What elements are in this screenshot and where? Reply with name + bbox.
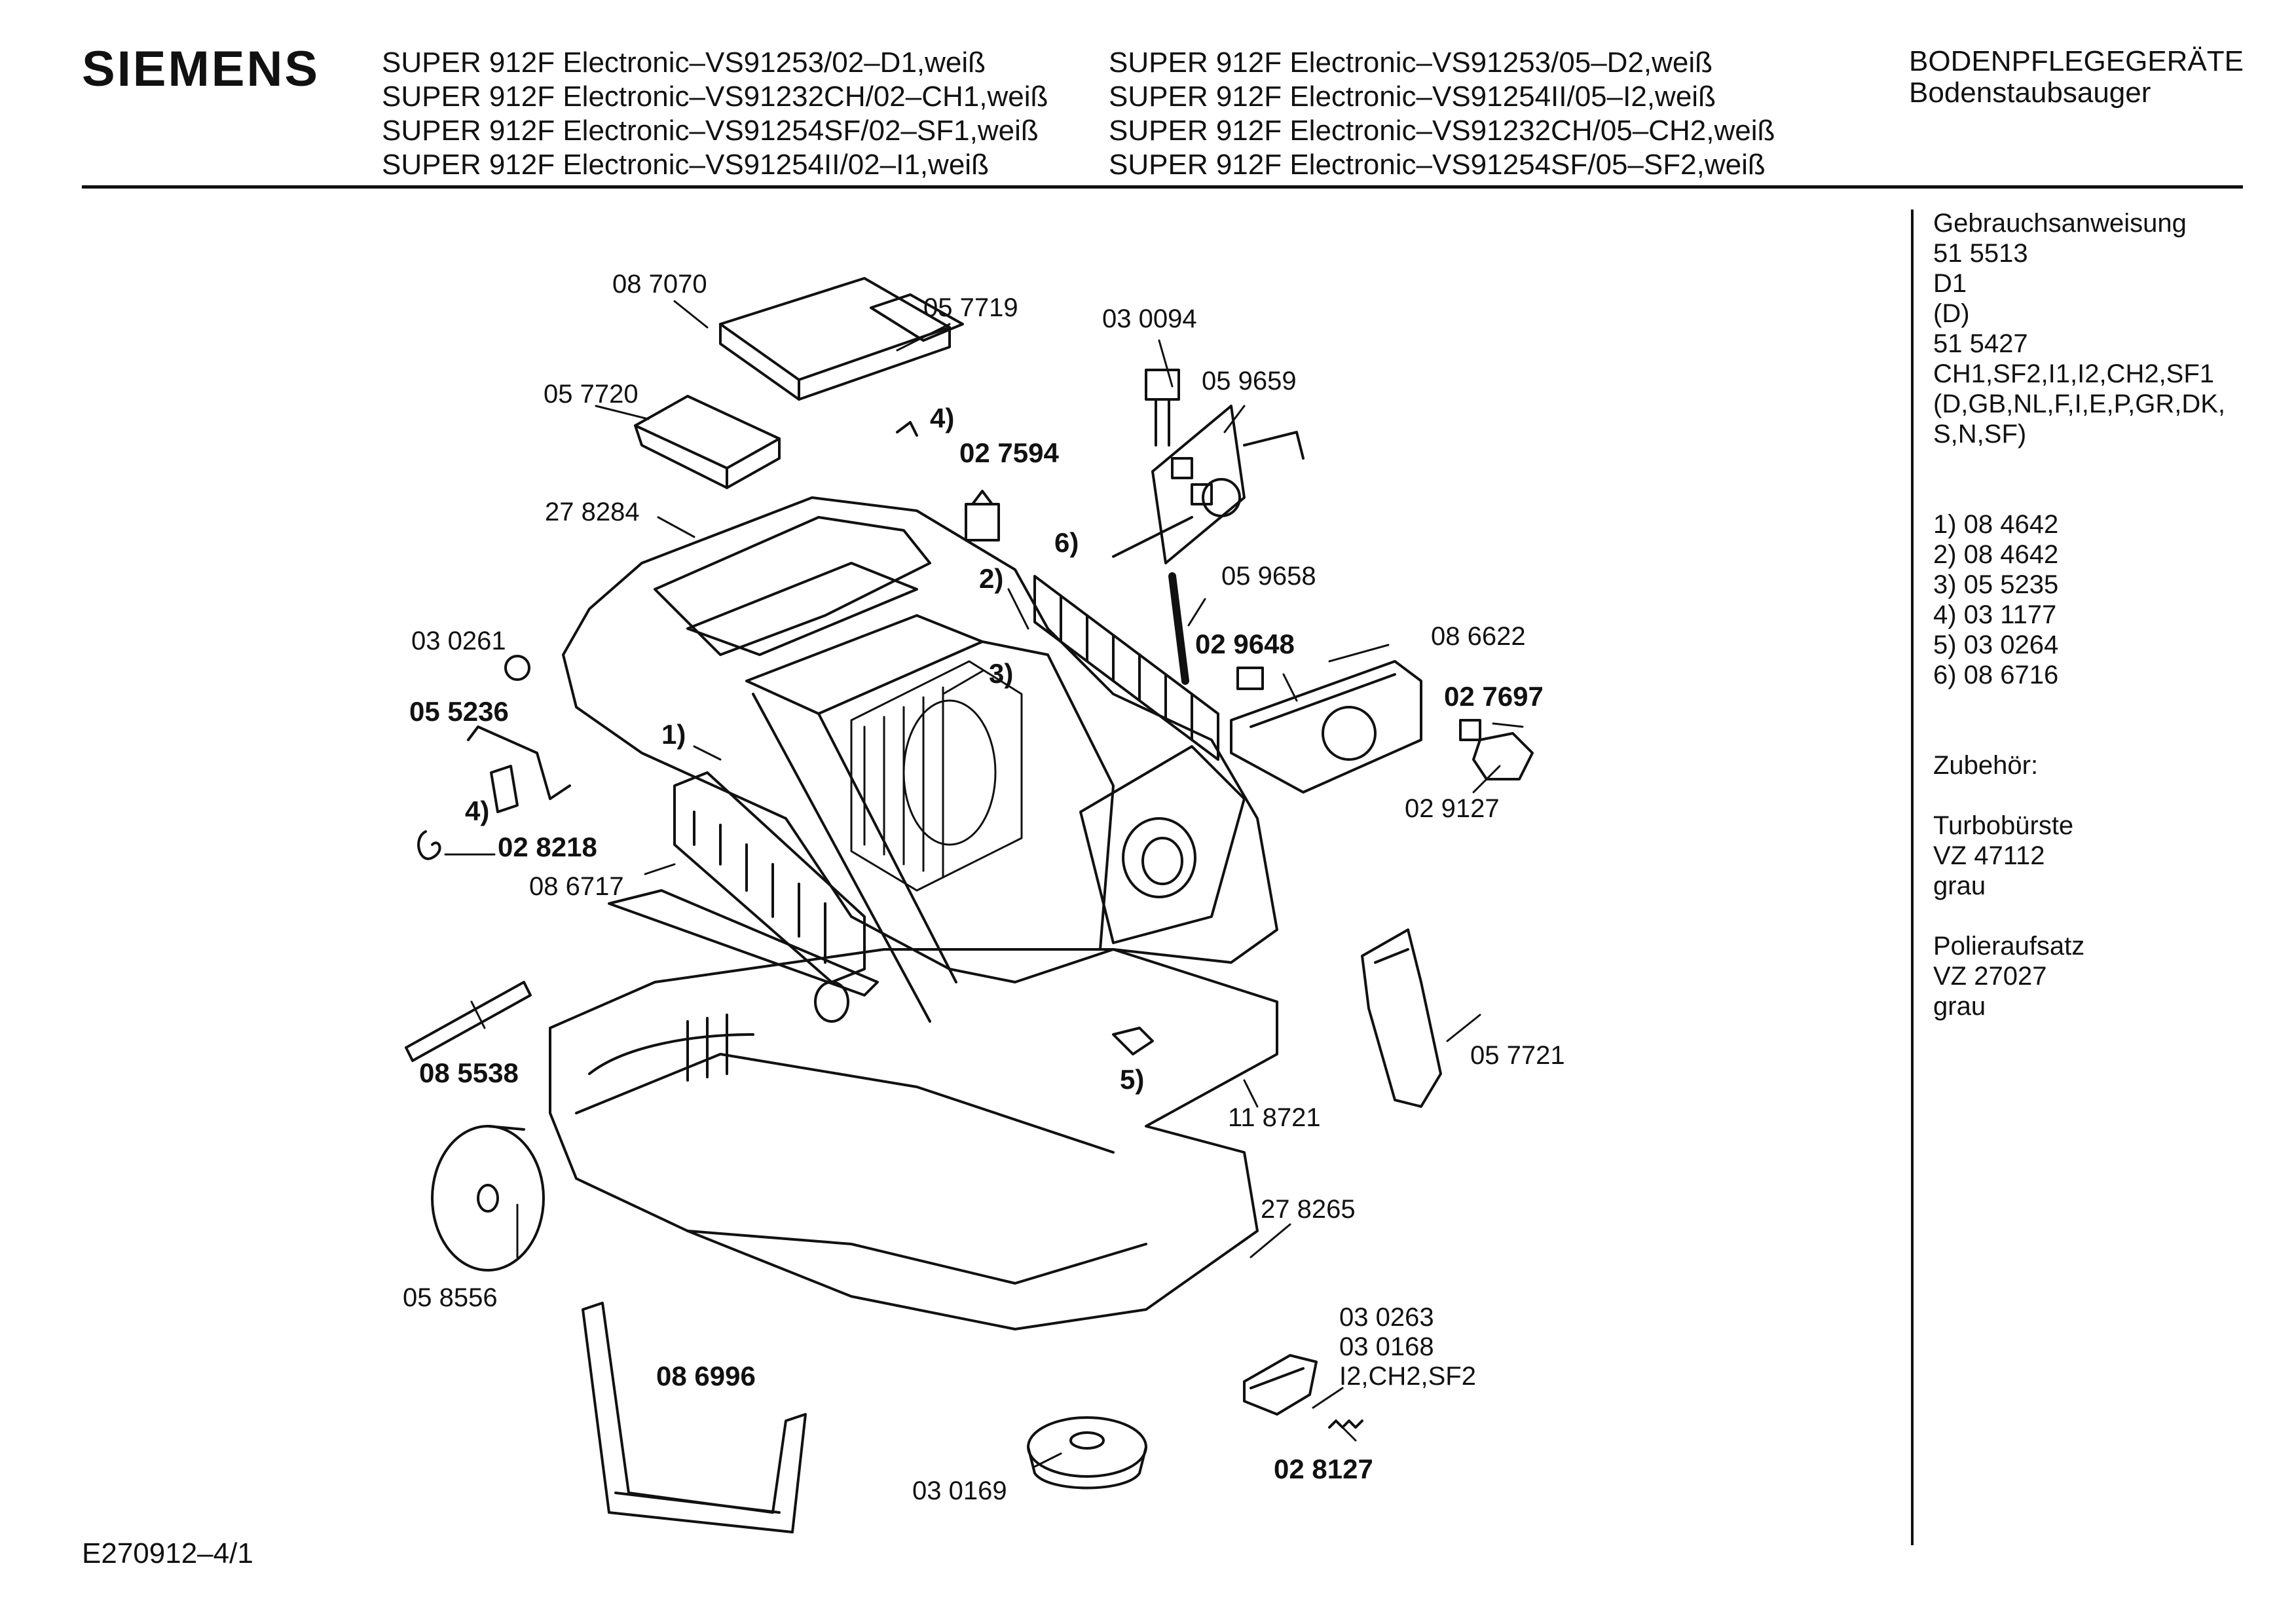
manual-line: Gebrauchsanweisung — [1933, 209, 2187, 238]
part-label: 02 8218 — [498, 832, 597, 862]
part-label: 05 7721 — [1470, 1041, 1565, 1070]
accessory-line: grau — [1933, 871, 1986, 900]
part-label: 05 8556 — [403, 1283, 498, 1312]
sidebar: Gebrauchsanweisung 51 5513 D1 (D) 51 542… — [1933, 208, 2225, 1021]
part-label: 08 6717 — [529, 872, 624, 901]
accessory-line: grau — [1933, 992, 1986, 1021]
accessories-title: Zubehör: — [1933, 751, 2039, 780]
brand-logo: SIEMENS — [82, 41, 320, 97]
filter-grid — [850, 660, 1023, 892]
part-label: 08 7070 — [612, 270, 707, 299]
callout-label: 3) — [989, 658, 1014, 689]
part-label: 03 0263 — [1339, 1303, 1434, 1332]
part-label: 05 5236 — [409, 696, 509, 727]
model-line: SUPER 912F Electronic–VS91232CH/02–CH1,w… — [382, 81, 1048, 113]
manual-line: 51 5427 — [1933, 329, 2028, 358]
part-label: 03 0261 — [411, 627, 506, 655]
manual-line: CH1,SF2,I1,I2,CH2,SF1 — [1933, 359, 2215, 388]
note-line: 3) 05 5235 — [1933, 570, 2059, 599]
part-label: 05 9659 — [1202, 367, 1297, 395]
seal-strip — [405, 981, 532, 1062]
drawing-code: E270912–4/1 — [82, 1537, 253, 1569]
part-label: 02 7697 — [1444, 681, 1544, 712]
part-label: 02 9127 — [1405, 794, 1500, 823]
part-label: 02 9648 — [1195, 629, 1295, 659]
note-line: 2) 08 4642 — [1933, 540, 2059, 569]
part-label: 11 8721 — [1228, 1103, 1321, 1132]
small-block — [1236, 667, 1264, 690]
manual-line: (D,GB,NL,F,I,E,P,GR,DK, — [1933, 390, 2226, 418]
model-line: SUPER 912F Electronic–VS91254SF/05–SF2,w… — [1109, 149, 1766, 181]
rod — [1168, 572, 1189, 685]
model-line: SUPER 912F Electronic–VS91253/05–D2,weiß — [1109, 46, 1713, 79]
part-label: 08 5538 — [419, 1057, 519, 1088]
control-panel — [1230, 660, 1422, 794]
clamp — [417, 830, 441, 860]
callout-label: 1) — [661, 719, 686, 750]
category-title: BODENPFLEGEGERÄTE — [1909, 45, 2244, 77]
part-label: 27 8284 — [545, 498, 640, 526]
callout-label: 5) — [1120, 1064, 1145, 1095]
category-subtitle: Bodenstaubsauger — [1909, 77, 2151, 109]
lower-housing — [549, 948, 1278, 1330]
part-label: 08 6996 — [656, 1361, 756, 1391]
small-clip — [1112, 1027, 1154, 1055]
callout-label: 4) — [465, 796, 490, 826]
callout-label: 2) — [979, 563, 1004, 594]
note-line: 5) 03 0264 — [1933, 631, 2059, 659]
note-line: 1) 08 4642 — [1933, 510, 2059, 539]
variant-label: I2,CH2,SF2 — [1339, 1362, 1476, 1391]
knob — [1459, 719, 1534, 780]
part-label: 05 7719 — [923, 293, 1018, 322]
model-line: SUPER 912F Electronic–VS91232CH/05–CH2,w… — [1109, 115, 1775, 147]
clip — [490, 765, 519, 813]
part-label: 27 8265 — [1261, 1195, 1356, 1224]
bottom-bracket — [582, 1302, 807, 1533]
manual-line: (D) — [1933, 299, 1970, 328]
model-line: SUPER 912F Electronic–VS91253/02–D1,weiß — [382, 46, 986, 79]
wheel-disc — [1027, 1416, 1147, 1490]
part-label: 02 7594 — [959, 437, 1059, 468]
filter-cover — [634, 395, 781, 489]
side-handle — [1361, 928, 1442, 1108]
sidebar-divider — [1911, 210, 1914, 1545]
model-list-left: SUPER 912F Electronic–VS91253/02–D1,weiß… — [382, 46, 1048, 182]
header-divider — [82, 185, 2243, 189]
note-line: 6) 08 6716 — [1933, 661, 2059, 689]
lid-cover — [719, 277, 964, 401]
accessory-line: Polieraufsatz — [1933, 932, 2085, 961]
manual-line: S,N,SF) — [1933, 420, 2027, 449]
spring — [1328, 1420, 1363, 1429]
accessory-line: Turbobürste — [1933, 811, 2074, 840]
model-list-right: SUPER 912F Electronic–VS91253/05–D2,weiß… — [1109, 46, 1775, 182]
note-line: 4) 03 1177 — [1933, 600, 2057, 629]
switch — [896, 421, 1000, 541]
part-label: 05 9658 — [1221, 562, 1316, 591]
model-line: SUPER 912F Electronic–VS91254II/05–I2,we… — [1109, 81, 1716, 113]
part-label: 03 0094 — [1102, 304, 1197, 333]
latch — [1243, 1354, 1318, 1416]
washer — [504, 655, 530, 681]
manual-line: 51 5513 — [1933, 239, 2028, 268]
part-label: 02 8127 — [1274, 1454, 1373, 1484]
part-label: 03 0168 — [1339, 1332, 1434, 1361]
category-block: BODENPFLEGEGERÄTE Bodenstaubsauger — [1909, 46, 2244, 109]
part-label: 03 0169 — [912, 1476, 1007, 1505]
wheel — [431, 1125, 545, 1272]
bracket — [467, 725, 571, 800]
side-grid — [673, 771, 866, 983]
circuit-board — [1112, 369, 1305, 564]
accessory-line: VZ 27027 — [1933, 962, 2047, 991]
exploded-view-drawing — [405, 277, 1534, 1533]
model-line: SUPER 912F Electronic–VS91254SF/02–SF1,w… — [382, 115, 1039, 147]
model-line: SUPER 912F Electronic–VS91254II/02–I1,we… — [382, 149, 989, 181]
part-label: 08 6622 — [1431, 622, 1526, 651]
callout-label: 4) — [930, 403, 955, 433]
upper-housing — [562, 496, 1278, 1023]
accessory-line: VZ 47112 — [1933, 841, 2045, 870]
manual-line: D1 — [1933, 269, 1967, 298]
rail — [1033, 575, 1219, 761]
part-label: 05 7720 — [544, 380, 639, 409]
callout-label: 6) — [1054, 527, 1079, 558]
